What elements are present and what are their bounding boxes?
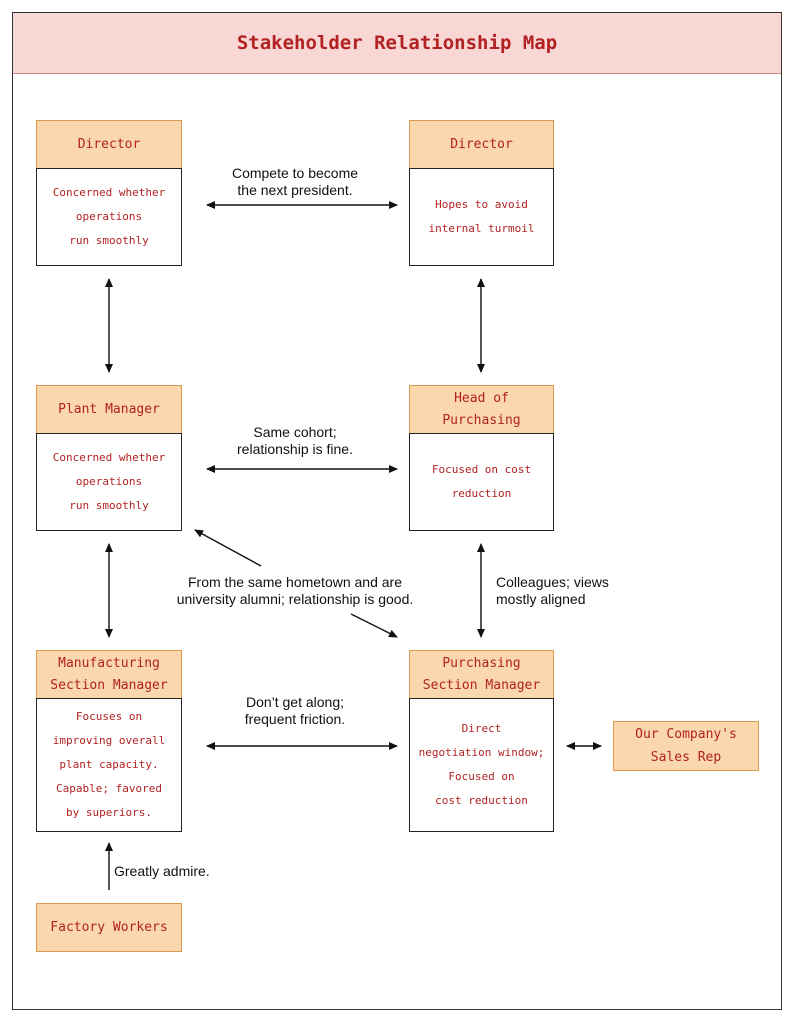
node-plant-manager: Plant Manager Concerned whether operatio… bbox=[36, 385, 182, 531]
title-bar: Stakeholder Relationship Map bbox=[13, 13, 781, 74]
edge-label-cohort: Same cohort; relationship is fine. bbox=[237, 424, 353, 457]
diagram-title: Stakeholder Relationship Map bbox=[236, 32, 558, 54]
node-manufacturing-section-manager-body: Focuses on improving overall plant capac… bbox=[36, 698, 182, 832]
node-director-left-title: Director bbox=[36, 120, 182, 169]
arrow-hometown-lower bbox=[350, 613, 398, 638]
node-head-of-purchasing-body: Focused on cost reduction bbox=[409, 433, 554, 531]
edge-label-hometown: From the same hometown and are universit… bbox=[176, 574, 414, 607]
node-purchasing-section-manager-body: Direct negotiation window; Focused on co… bbox=[409, 698, 554, 832]
node-director-left-body: Concerned whether operations run smoothl… bbox=[36, 168, 182, 266]
node-sales-rep: Our Company's Sales Rep bbox=[613, 721, 759, 771]
node-head-of-purchasing: Head of Purchasing Focused on cost reduc… bbox=[409, 385, 554, 531]
node-purchasing-section-manager-title: Purchasing Section Manager bbox=[409, 650, 554, 699]
node-head-of-purchasing-title: Head of Purchasing bbox=[409, 385, 554, 434]
edge-label-colleagues: Colleagues; views mostly aligned bbox=[496, 574, 609, 607]
node-purchasing-section-manager: Purchasing Section Manager Direct negoti… bbox=[409, 650, 554, 832]
edge-label-friction: Don’t get along; frequent friction. bbox=[244, 694, 346, 727]
node-director-right: Director Hopes to avoid internal turmoil bbox=[409, 120, 554, 266]
edge-label-directors: Compete to become the next president. bbox=[231, 165, 359, 198]
node-director-right-body: Hopes to avoid internal turmoil bbox=[409, 168, 554, 266]
arrow-hometown-upper bbox=[194, 529, 262, 567]
node-plant-manager-body: Concerned whether operations run smoothl… bbox=[36, 433, 182, 531]
node-manufacturing-section-manager: Manufacturing Section Manager Focuses on… bbox=[36, 650, 182, 832]
node-director-left: Director Concerned whether operations ru… bbox=[36, 120, 182, 266]
node-factory-workers: Factory Workers bbox=[36, 903, 182, 952]
node-director-right-title: Director bbox=[409, 120, 554, 169]
edge-label-admire: Greatly admire. bbox=[114, 863, 210, 879]
node-manufacturing-section-manager-title: Manufacturing Section Manager bbox=[36, 650, 182, 699]
node-plant-manager-title: Plant Manager bbox=[36, 385, 182, 434]
